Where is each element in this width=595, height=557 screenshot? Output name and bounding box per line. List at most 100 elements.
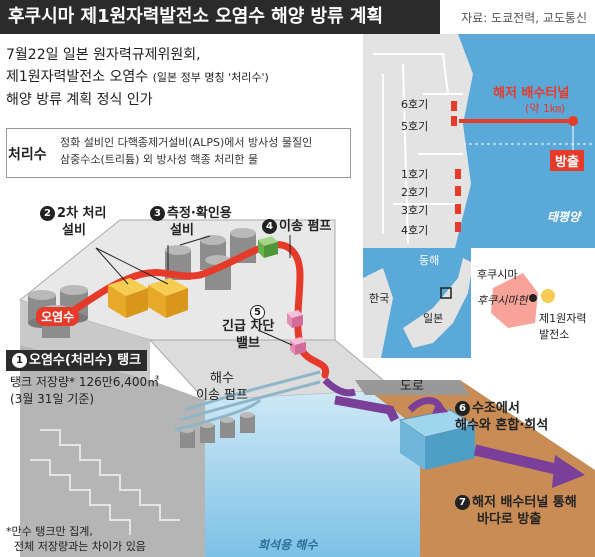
step-3-line-2: 설비 [170, 223, 194, 238]
step-4-number: 4 [262, 219, 277, 234]
plant-marker [529, 294, 537, 302]
footnote-line-1: *만수 탱크만 집계, [6, 525, 93, 538]
pointer-lines [95, 235, 211, 285]
headline-line-2-note: (일본 정부 명칭 '처리수') [152, 71, 269, 84]
pacific-label: 태평양 [547, 210, 581, 224]
unit-4-label: 4호기 [401, 224, 429, 237]
road-label: 도로 [400, 379, 424, 394]
reactor-markers [451, 101, 461, 232]
transfer-pump-front [264, 242, 278, 258]
definition-line-1: 정화 설비인 다핵종제거설비(ALPS)에서 방사성 물질인 [60, 136, 313, 149]
release-point [568, 116, 578, 126]
step-2-line-1: 2차 처리 [57, 206, 107, 221]
contaminated-water-badge: 오염수 [36, 307, 80, 326]
footnote: *만수 탱크만 집계, 전체 저장량과는 차이가 있음 [6, 524, 146, 554]
valve-pointer [257, 329, 293, 346]
site-map-drawing [363, 34, 595, 248]
dilution-tank-side [400, 420, 425, 470]
nuclear-icon [541, 289, 555, 303]
step-6-line-1: 수조에서 [472, 401, 520, 416]
land [363, 34, 473, 248]
seawater-pipes [174, 370, 321, 432]
step-2-number: 2 [40, 206, 55, 221]
step-4-text: 이송 펌프 [279, 219, 332, 234]
seawater-basin [205, 390, 420, 557]
step-1-text: 오염수(처리수) 탱크 [29, 353, 142, 368]
step-5-number: 5 [250, 305, 265, 320]
outflow-arrow [552, 455, 585, 488]
inset-map: 동해 한국 일본 후쿠시마 후쿠시마현 제1원자력 발전소 [363, 248, 595, 358]
emergency-valves [287, 310, 306, 355]
unit-5-label: 5호기 [401, 120, 429, 133]
step-3-line-1: 측정·확인용 [167, 206, 232, 221]
step-6-line-2: 해수와 혼합·희석 [455, 418, 549, 433]
seawater-pump-tanks [180, 412, 255, 448]
seawater-pump-line-2: 이송 펌프 [196, 388, 248, 403]
step-7-number: 7 [455, 495, 470, 510]
site-map: 6호기 5호기 1호기 2호기 3호기 4호기 해저 배수터널 (약 1㎞) 방… [363, 34, 595, 248]
purple-pipe-1 [322, 377, 357, 397]
step-7-line-2: 바다로 방출 [477, 512, 542, 527]
seawater-pump-label: 해수 이송 펌프 [196, 370, 248, 404]
inset-map-drawing [363, 248, 595, 358]
step-6-number: 6 [455, 401, 470, 416]
unit-2-label: 2호기 [401, 186, 429, 199]
japan-shape [403, 258, 473, 348]
inflow-arrow [432, 400, 448, 414]
korea-shape [363, 268, 393, 358]
locator-box [440, 287, 452, 299]
plant-label-line-2: 발전소 [539, 328, 570, 341]
step-3-number: 3 [150, 206, 165, 221]
step-2-line-2: 설비 [62, 223, 86, 238]
secondary-treatment-units [108, 278, 188, 318]
transfer-pump-side [258, 240, 264, 258]
definition-box [6, 128, 351, 178]
headline-line-3: 해양 방류 계획 정식 인가 [6, 92, 153, 108]
definition-term: 처리수 [8, 147, 47, 163]
release-label: 방출 [550, 150, 584, 171]
step-1-number: 1 [12, 353, 27, 368]
plant-label-line-1: 제1원자력 [539, 312, 587, 325]
step-5-number-wrap: 5 [250, 300, 265, 320]
japan-label: 일본 [423, 312, 444, 325]
unit-1-label: 1호기 [401, 168, 429, 181]
plant-label: 제1원자력 발전소 [539, 310, 586, 342]
seawater-pump-line-1: 해수 [210, 371, 234, 386]
korea-label: 한국 [369, 292, 390, 305]
east-sea-label: 동해 [419, 254, 440, 267]
definition-text: 정화 설비인 다핵종제거설비(ALPS)에서 방사성 물질인 삼중수소(트리튬)… [60, 134, 345, 168]
road-surface [355, 380, 470, 395]
stairs [30, 429, 180, 535]
fukushima-pref-label: 후쿠시마현 [477, 294, 528, 307]
tank-storage: 탱크 저장량* 126만6,400㎥ [10, 375, 160, 389]
dilution-tank-front [425, 425, 475, 470]
fukushima-label: 후쿠시마 [477, 268, 518, 281]
step-1-details: 탱크 저장량* 126만6,400㎥ (3월 31일 기준) [10, 374, 159, 408]
headline-line-2-main: 제1원자력발전소 오염수 [6, 69, 149, 85]
step-5-line-1: 긴급 차단 [222, 319, 275, 334]
step-5-label: 긴급 차단 밸브 [222, 318, 274, 352]
fukushima-pref-shape [491, 273, 538, 328]
transfer-pump-top [258, 236, 278, 246]
purple-outflow [473, 444, 562, 476]
headline: 7월22일 일본 원자력규제위원회, 제1원자력발전소 오염수 (일본 정부 명… [6, 44, 351, 111]
step-7-line-1: 해저 배수터널 통해 [472, 495, 577, 510]
footnote-line-2: 전체 저장량과는 차이가 있음 [14, 540, 146, 553]
unit-6-label: 6호기 [401, 98, 429, 111]
unit-3-label: 3호기 [401, 204, 429, 217]
headline-line-2: 제1원자력발전소 오염수 (일본 정부 명칭 '처리수') [6, 66, 351, 89]
purple-pipe-2 [334, 395, 400, 423]
roads [373, 53, 463, 245]
tunnel-length: (약 1㎞) [525, 102, 566, 115]
headline-line-1: 7월22일 일본 원자력규제위원회, [6, 47, 201, 63]
dilution-seawater-label: 희석용 해수 [258, 538, 318, 552]
tunnel-label: 해저 배수터널 [493, 86, 570, 101]
